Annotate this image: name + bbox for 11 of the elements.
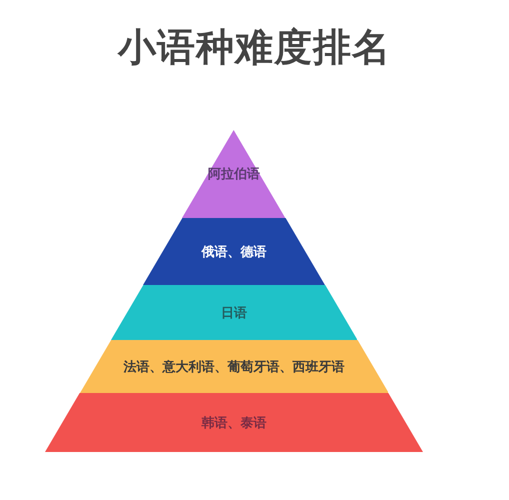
band-label: 法语、意大利语、葡萄牙语、西班牙语 — [123, 358, 344, 376]
band-label: 俄语、德语 — [201, 244, 266, 260]
pyramid-band — [182, 130, 286, 218]
pyramid-band — [45, 393, 423, 452]
title: 小语种难度排名 — [116, 24, 392, 71]
band-label: 韩语、泰语 — [202, 414, 266, 432]
band-label: 日语 — [220, 304, 247, 322]
pyramid-band — [80, 340, 388, 393]
band-label: 阿拉伯语 — [208, 166, 260, 183]
pyramid-band — [143, 218, 325, 285]
pyramid-band — [110, 285, 358, 340]
